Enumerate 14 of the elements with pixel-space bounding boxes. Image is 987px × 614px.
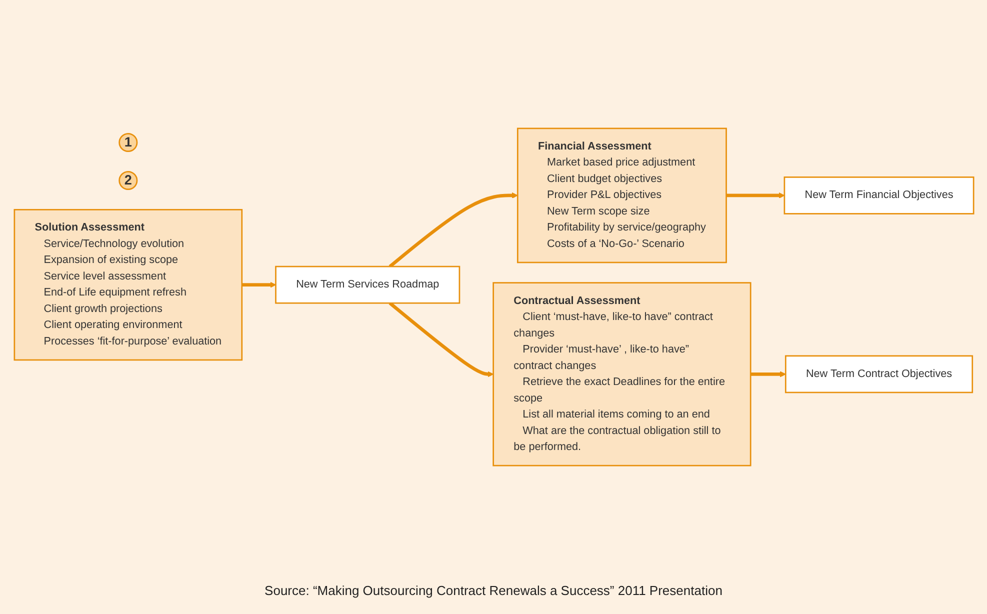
source-caption: Source: “Making Outsourcing Contract Renewals a Success” 2011 Presentation bbox=[264, 582, 722, 598]
node-box: Solution Assessment Service/Technology evolution Expansion of existing scope Service level assessment End-of Life equipment refresh Client growth projections Client operating environment Processes ‘fit-for-purpose’ evaluation bbox=[13, 208, 242, 360]
arrow bbox=[388, 192, 518, 268]
arrow bbox=[750, 370, 786, 377]
arrow bbox=[388, 301, 494, 377]
node-box: New Term Financial Objectives bbox=[783, 176, 974, 214]
node-box: Financial Assessment Market based price adjustment Client budget objectives Provider P&L objectives New Term scope size Profitability by service/geography Costs of a ‘No-Go-’ Scenario bbox=[516, 127, 726, 263]
arrow bbox=[241, 281, 276, 288]
node-box: New Term Contract Objectives bbox=[784, 354, 973, 393]
node-circle: 1 bbox=[118, 132, 138, 152]
node-box: Contractual Assessment Client ‘must-have, like-to have” contract changes Provider ‘must-have’ , like-to have” contract changes Retrieve the exact Deadlines for the entire scope List all material items coming to an end What are the contractual obligation still to be performed. bbox=[492, 282, 751, 466]
node-circle: 2 bbox=[118, 170, 138, 190]
node-box: New Term Services Roadmap bbox=[274, 265, 460, 304]
arrow bbox=[726, 192, 784, 198]
